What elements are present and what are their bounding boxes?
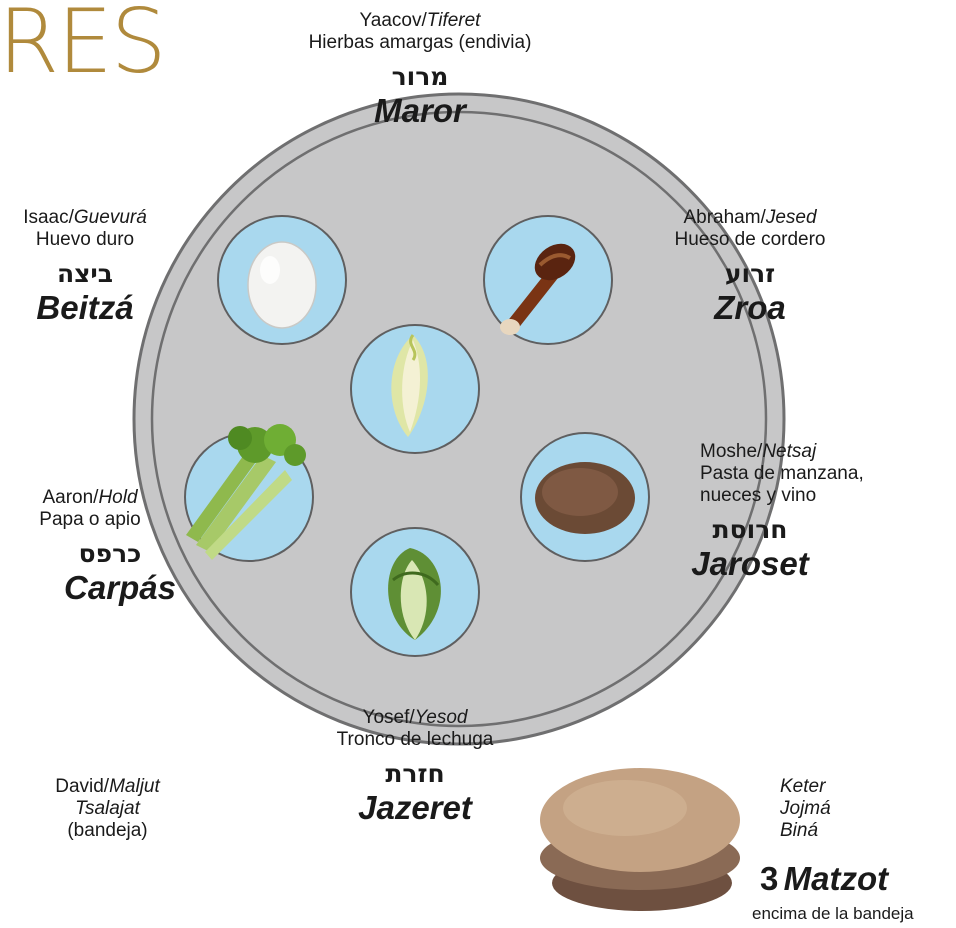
matzot-icon <box>540 768 740 911</box>
label-maror: Yaacov/Tiferet Hierbas amargas (endivia)… <box>260 10 580 128</box>
label-jazeret: Yosef/Yesod Tronco de lechuga חזרת Jazer… <box>300 707 530 825</box>
person: Abraham/ <box>683 207 765 228</box>
person: Isaac/ <box>23 207 74 228</box>
description: (bandeja) <box>67 820 147 841</box>
description: Papa o apio <box>39 509 140 530</box>
sefira: Hold <box>98 487 137 508</box>
description: Tronco de lechuga <box>337 729 494 750</box>
item-name: Tsalajat <box>75 798 140 819</box>
hebrew-name: ביצה <box>0 257 170 291</box>
egg-icon <box>248 242 316 328</box>
description: encima de la bandeja <box>752 904 914 923</box>
description: Hierbas amargas (endivia) <box>309 32 532 53</box>
item-name: Maror <box>260 94 580 128</box>
item-name: Carpás <box>60 571 180 605</box>
label-matzot-desc: encima de la bandeja <box>752 903 952 925</box>
sefira: Netsaj <box>762 441 816 462</box>
label-carpas: Aaron/Hold Papa o apio כרפס Carpás <box>0 487 180 605</box>
label-jaroset-name: חרוסת Jaroset <box>680 513 820 581</box>
person: Yaacov/ <box>360 10 427 31</box>
hebrew-name: חרוסת <box>680 513 820 547</box>
item-name: Jaroset <box>680 547 820 581</box>
matzot-count: 3 <box>760 860 778 897</box>
sefira: Maljut <box>109 776 160 797</box>
hebrew-name: מרור <box>260 60 580 94</box>
label-zroa: Abraham/Jesed Hueso de cordero זרוע Zroa <box>650 207 850 325</box>
charoset-icon <box>535 462 635 534</box>
sefira-bina: Biná <box>780 820 818 841</box>
hebrew-name: כרפס <box>40 537 180 571</box>
sefira: Jesed <box>766 207 817 228</box>
label-matzot-name: 3 Matzot <box>760 862 930 896</box>
person: Yosef/ <box>363 707 415 728</box>
item-name: Jazeret <box>300 791 530 825</box>
sefira: Guevurá <box>74 207 147 228</box>
hebrew-name: זרוע <box>650 257 850 291</box>
sefira-jojma: Jojmá <box>780 798 831 819</box>
sefira: Tiferet <box>427 10 481 31</box>
person: Moshe/ <box>700 441 762 462</box>
description-line-2: nueces y vino <box>700 485 816 506</box>
item-name: Zroa <box>650 291 850 325</box>
person: Aaron/ <box>42 487 98 508</box>
label-beitza: Isaac/Guevurá Huevo duro ביצה Beitzá <box>0 207 170 325</box>
label-tsalajat: David/Maljut Tsalajat (bandeja) <box>20 776 195 842</box>
description: Hueso de cordero <box>674 229 825 250</box>
label-jaroset: Moshe/Netsaj Pasta de manzana, nueces y … <box>700 441 900 507</box>
label-matzot-sefirot: Keter Jojmá Biná <box>780 776 900 842</box>
sefira: Yesod <box>415 707 468 728</box>
description: Pasta de manzana, <box>700 463 864 484</box>
person: David/ <box>55 776 109 797</box>
description: Huevo duro <box>36 229 134 250</box>
sefira-keter: Keter <box>780 776 825 797</box>
hebrew-name: חזרת <box>300 757 530 791</box>
item-name: Matzot <box>784 860 888 897</box>
item-name: Beitzá <box>0 291 170 325</box>
